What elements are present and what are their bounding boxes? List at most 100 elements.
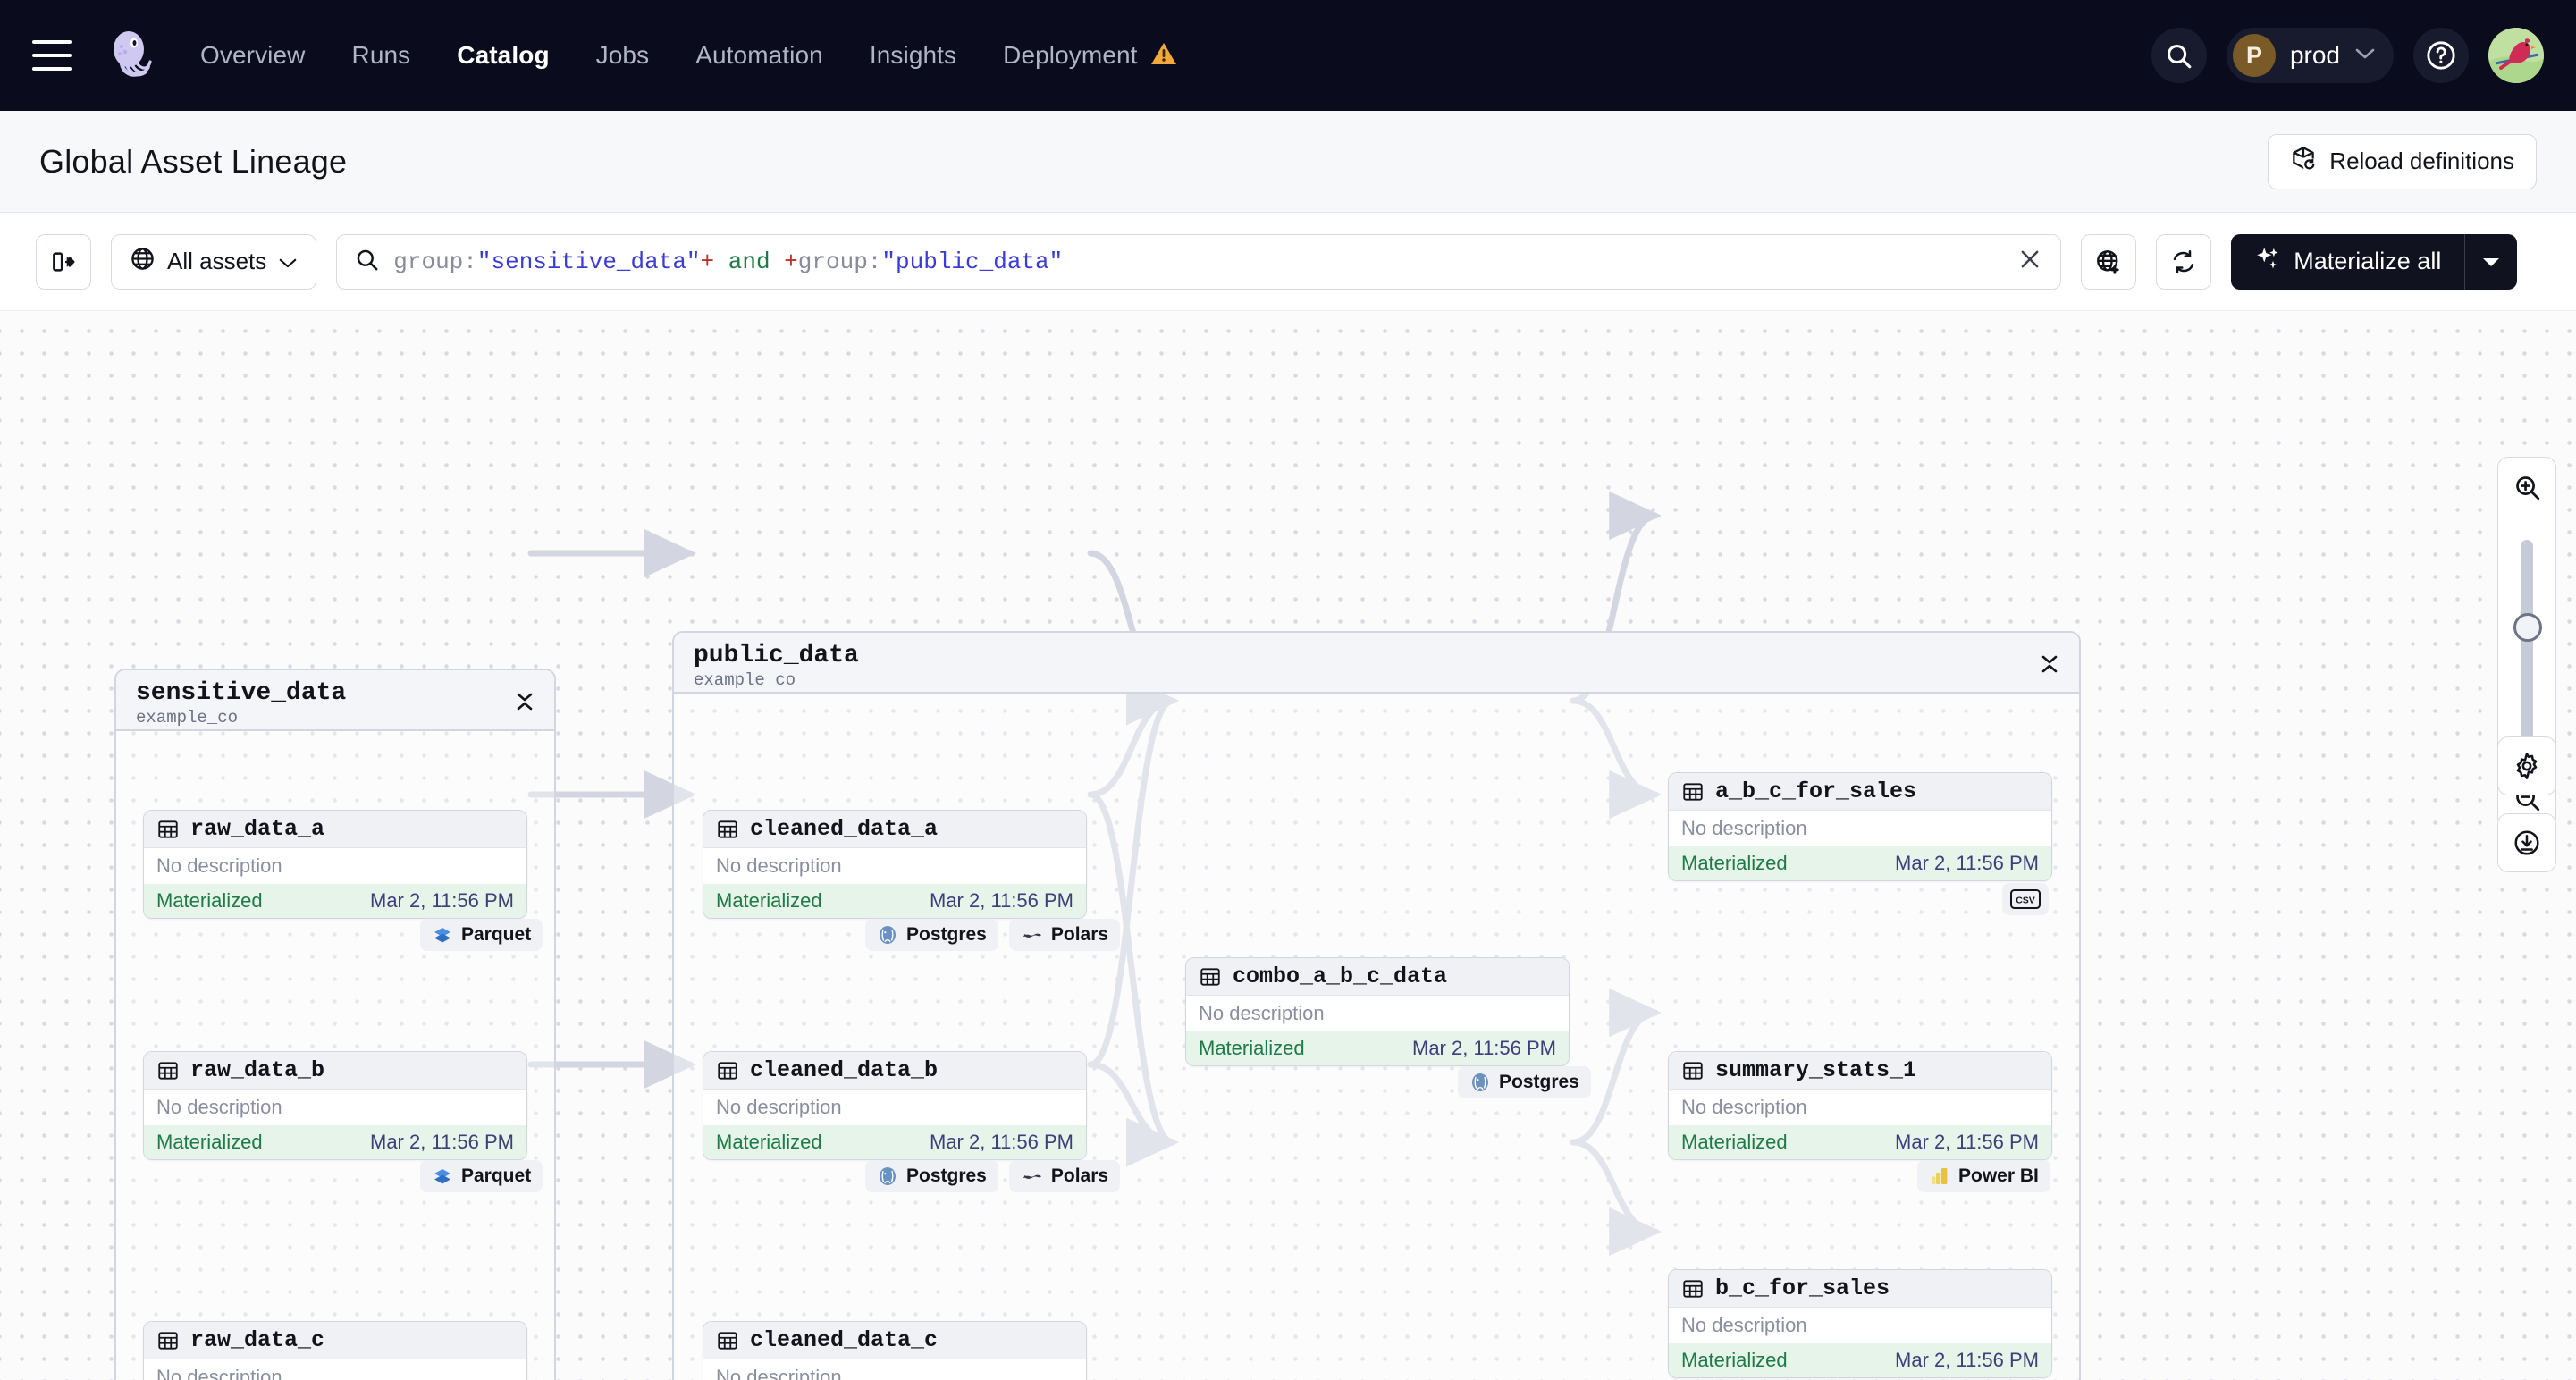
materialize-options-caret[interactable] <box>2465 234 2517 290</box>
globe-add-button[interactable] <box>2081 233 2137 290</box>
asset-tag-postgres[interactable]: Postgres <box>1458 1066 1591 1098</box>
asset-group-collapse-button[interactable] <box>2040 652 2059 680</box>
asset-tag-polars[interactable]: Polars <box>1008 919 1121 951</box>
zoom-slider[interactable] <box>2498 518 2555 768</box>
cube-reload-icon <box>2290 145 2317 178</box>
asset-tag-parquet[interactable]: Parquet <box>420 919 543 951</box>
asset-node-description: No description <box>1681 1096 1807 1118</box>
asset-node-header: b_c_for_sales <box>1669 1270 2051 1308</box>
asset-node-status-row: Materialized Mar 2, 11:56 PM <box>1669 1125 2051 1159</box>
asset-tag-label: Parquet <box>461 1165 532 1186</box>
svg-text:CSV: CSV <box>2016 895 2035 905</box>
materialize-all-button[interactable]: Materialize all <box>2231 233 2518 290</box>
asset-node-name: a_b_c_for_sales <box>1715 778 1917 804</box>
asset-node[interactable]: cleaned_data_cNo descriptionMaterialized… <box>703 1321 1087 1380</box>
deployment-name: prod <box>2289 41 2340 69</box>
asset-tag-label: Power BI <box>1958 1165 2039 1186</box>
asset-node-timestamp: Mar 2, 11:56 PM <box>930 889 1073 912</box>
asset-node-description: No description <box>156 854 282 877</box>
nav-right-cluster: P prod <box>2151 28 2544 83</box>
asset-tag-label: Postgres <box>906 924 987 945</box>
primary-nav-links: Overview Runs Catalog Jobs Automation In… <box>200 41 1177 71</box>
asset-query-value[interactable]: group:"sensitive_data"+ and +group:"publ… <box>393 248 1064 275</box>
table-icon <box>716 1059 739 1082</box>
asset-node-header: raw_data_b <box>144 1052 526 1090</box>
asset-tag-csv[interactable]: CSV <box>2002 883 2049 915</box>
asset-tag-postgres[interactable]: Postgres <box>865 1160 998 1192</box>
asset-group-repository: example_co <box>694 670 796 690</box>
asset-node-name: raw_data_b <box>190 1057 325 1083</box>
lineage-settings-button[interactable] <box>2497 736 2556 795</box>
user-avatar[interactable] <box>2488 28 2544 83</box>
hamburger-menu-icon[interactable] <box>32 40 72 71</box>
asset-node-tag-row: Postgres <box>1458 1066 1591 1098</box>
warning-triangle-icon <box>1150 41 1177 71</box>
asset-tag-parquet[interactable]: Parquet <box>420 1160 543 1192</box>
asset-node-name: combo_a_b_c_data <box>1233 963 1448 989</box>
asset-tag-postgres[interactable]: Postgres <box>865 919 998 951</box>
nav-link-automation[interactable]: Automation <box>695 41 823 69</box>
asset-group-name: public_data <box>694 642 859 669</box>
reload-definitions-button[interactable]: Reload definitions <box>2268 133 2537 189</box>
deployment-initial: P <box>2232 34 2276 77</box>
fit-to-screen-button[interactable] <box>2497 813 2556 872</box>
asset-node-tag-row: Postgres Polars <box>865 919 1121 951</box>
asset-node-name: cleaned_data_a <box>750 816 939 842</box>
clear-query-button[interactable] <box>2017 247 2042 276</box>
asset-tag-power-bi[interactable]: Power BI <box>1917 1160 2050 1192</box>
table-icon <box>1681 1059 1705 1082</box>
asset-node-timestamp: Mar 2, 11:56 PM <box>930 1131 1073 1153</box>
nav-link-insights[interactable]: Insights <box>869 41 957 69</box>
deployment-selector[interactable]: P prod <box>2226 28 2394 83</box>
asset-node-status: Materialized <box>1681 1131 1788 1153</box>
asset-tag-polars[interactable]: Polars <box>1008 1160 1121 1192</box>
zoom-divider-top <box>2498 517 2555 518</box>
sidebar-toggle-button[interactable] <box>36 233 91 290</box>
nav-link-overview[interactable]: Overview <box>200 41 306 69</box>
asset-group-name: sensitive_data <box>136 679 347 707</box>
asset-node-description: No description <box>156 1366 282 1380</box>
asset-group-collapse-button[interactable] <box>515 690 535 718</box>
dagster-logo-icon[interactable] <box>104 28 159 83</box>
asset-scope-selector[interactable]: All assets <box>111 233 317 290</box>
help-button[interactable] <box>2413 28 2469 83</box>
table-icon <box>156 1059 180 1082</box>
asset-node-status: Materialized <box>716 1131 822 1153</box>
asset-node-header: cleaned_data_a <box>703 811 1086 848</box>
nav-link-jobs[interactable]: Jobs <box>595 41 650 69</box>
refresh-button[interactable] <box>2156 233 2212 290</box>
global-search-button[interactable] <box>2151 28 2207 83</box>
asset-node-name: cleaned_data_c <box>750 1327 939 1353</box>
nav-link-deployment[interactable]: Deployment <box>1003 41 1138 69</box>
asset-node-timestamp: Mar 2, 11:56 PM <box>1895 1131 2039 1153</box>
asset-node[interactable]: raw_data_cNo descriptionMaterializedMar … <box>143 1321 527 1380</box>
asset-scope-label: All assets <box>167 248 267 274</box>
asset-node-header: a_b_c_for_sales <box>1669 773 2051 811</box>
nav-link-runs[interactable]: Runs <box>351 41 411 69</box>
asset-node-description: No description <box>1681 1314 1807 1336</box>
zoom-in-button[interactable] <box>2498 458 2555 517</box>
asset-tag-label: Polars <box>1050 924 1109 945</box>
nav-link-catalog[interactable]: Catalog <box>457 41 550 69</box>
zoom-slider-thumb[interactable] <box>2513 613 2542 642</box>
asset-node-timestamp: Mar 2, 11:56 PM <box>370 1131 514 1153</box>
postgres-icon <box>877 1165 898 1187</box>
reload-definitions-label: Reload definitions <box>2329 147 2514 174</box>
materialize-all-main[interactable]: Materialize all <box>2231 234 2464 290</box>
table-icon <box>1681 1277 1705 1300</box>
polars-icon <box>1021 1166 1043 1186</box>
asset-query-search-box[interactable]: group:"sensitive_data"+ and +group:"publ… <box>336 233 2062 290</box>
